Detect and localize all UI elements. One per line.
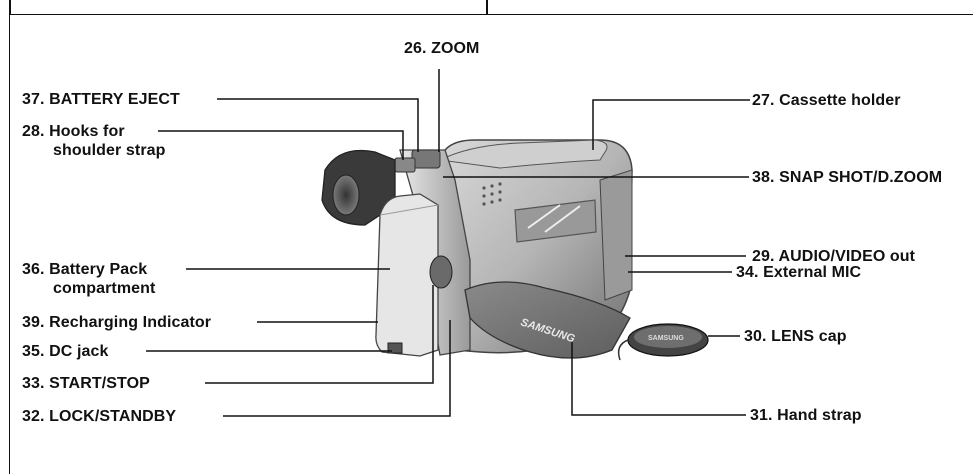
- label-hooks: 28. Hooks for: [22, 123, 125, 140]
- frame-tab-left: [9, 0, 11, 14]
- label-snapshot: 38. SNAP SHOT/D.ZOOM: [752, 169, 943, 186]
- label-battery-pack-line2: compartment: [53, 280, 156, 297]
- label-av-out: 29. AUDIO/VIDEO out: [752, 248, 916, 265]
- frame-tab-center: [486, 0, 488, 14]
- label-start-stop: 33. START/STOP: [22, 375, 150, 392]
- hand-strap: [464, 281, 631, 359]
- label-dc-jack: 35. DC jack: [22, 343, 109, 360]
- battery-pack: [375, 193, 439, 357]
- window: [514, 199, 597, 243]
- camcorder-illustration: SAMSUNG SAMSUNG: [146, 69, 750, 417]
- start-stop-dial: [429, 255, 453, 289]
- lens-cap-logo: SAMSUNG: [648, 335, 684, 342]
- label-zoom: 26. ZOOM: [404, 40, 480, 57]
- label-hooks-line2: shoulder strap: [53, 142, 166, 159]
- label-cassette: 27. Cassette holder: [752, 92, 901, 109]
- cassette-top: [438, 139, 608, 169]
- label-battery-pack: 36. Battery Pack: [22, 261, 148, 278]
- label-ext-mic: 34. External MIC: [736, 264, 862, 281]
- label-battery-eject: 37. BATTERY EJECT: [22, 91, 180, 108]
- label-recharging: 39. Recharging Indicator: [22, 314, 212, 331]
- label-hand-strap: 31. Hand strap: [750, 407, 862, 424]
- leader-lines: [146, 69, 750, 417]
- label-lens-cap: 30. LENS cap: [744, 328, 847, 345]
- diagram-frame: [9, 14, 973, 474]
- label-lock-standby: 32. LOCK/STANDBY: [22, 408, 177, 425]
- zoom-lever: [411, 149, 441, 169]
- camcorder-diagram: SAMSUNG SAMSUNG 26. ZOOM 37. BATTERY EJE…: [9, 0, 973, 474]
